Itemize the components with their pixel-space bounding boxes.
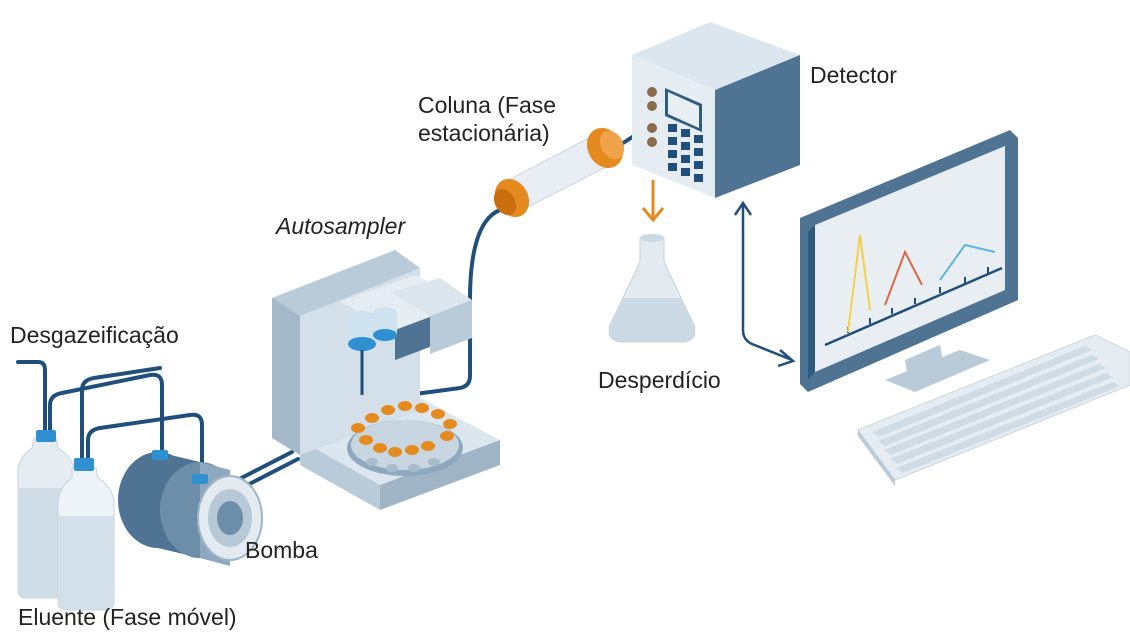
label-coluna-line2: estacionária) <box>418 120 550 146</box>
column <box>493 127 625 218</box>
label-eluente: Eluente (Fase móvel) <box>18 604 237 630</box>
autosampler <box>272 250 500 510</box>
eluent-bottles <box>17 430 115 611</box>
label-bomba: Bomba <box>245 537 318 563</box>
label-autosampler: Autosampler <box>276 213 406 239</box>
data-link-arrow <box>733 200 796 368</box>
pump <box>118 450 263 566</box>
label-detector: Detector <box>810 62 897 88</box>
label-desgaseificacao: Desgazeificação <box>10 322 179 348</box>
waste-flask <box>608 180 696 343</box>
label-coluna-line1: Coluna (Fase <box>418 92 557 118</box>
computer-monitor <box>800 130 1018 392</box>
keyboard <box>857 334 1130 486</box>
label-desperdicio: Desperdício <box>598 367 721 393</box>
detector <box>632 22 800 198</box>
